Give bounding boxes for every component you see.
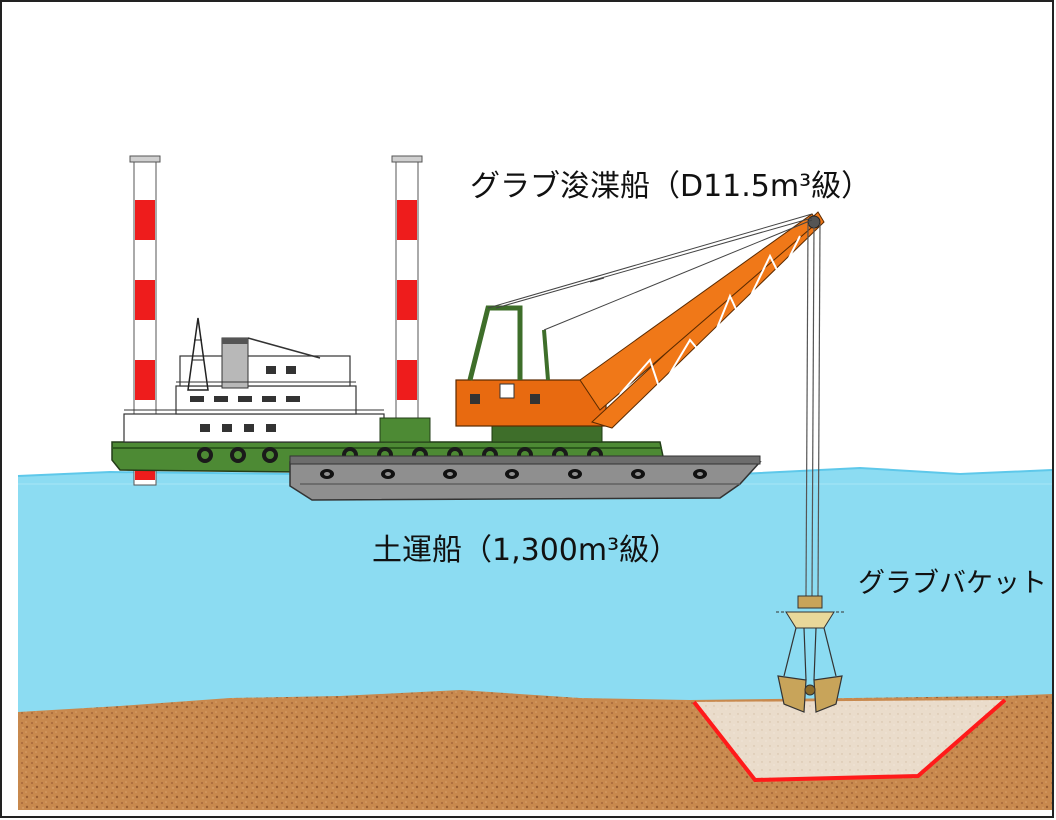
bucket-label: グラブバケット	[858, 568, 1047, 599]
spud-pole-right	[391, 155, 423, 421]
grab-bucket-icon	[776, 595, 846, 713]
excavation-outline	[692, 698, 1007, 783]
barge-label: 土運船（1,300m³級）	[372, 533, 679, 568]
dredger-label: グラブ浚渫船（D11.5m³級）	[470, 169, 871, 204]
hopper-barge-icon	[289, 455, 762, 501]
excavation-pit	[694, 700, 1005, 780]
crane	[455, 211, 825, 597]
spud-pole-left	[129, 155, 161, 486]
seabed	[18, 690, 1052, 810]
